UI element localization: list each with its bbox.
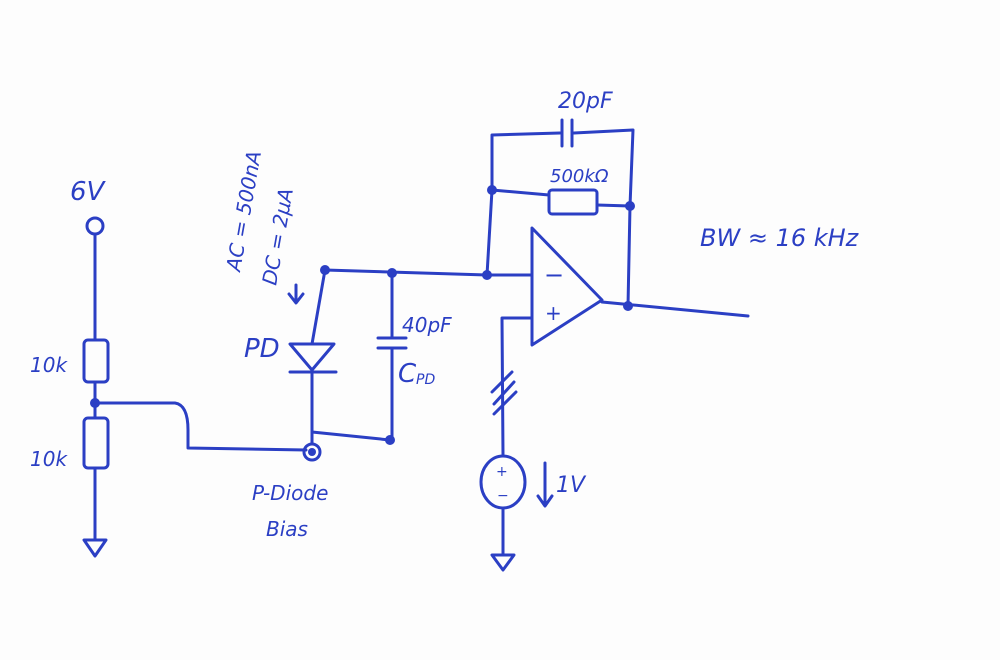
cpd-name-label: C	[398, 359, 417, 389]
wire-feedback-left	[485, 131, 562, 277]
cpd-value-label: 40pF	[402, 313, 452, 337]
source-minus-sign: −	[497, 488, 509, 504]
wire-feedback-to-output	[626, 204, 632, 308]
feedback-cap-label: 20pF	[558, 89, 613, 114]
opamp-inverting-sign: −	[544, 261, 564, 289]
reference-voltage-label: 1V	[556, 473, 587, 498]
wire-feedback-res-left	[490, 188, 551, 197]
resistor-r2-label: 10k	[30, 447, 68, 471]
bias-label-line2: Bias	[266, 517, 308, 541]
ac-current-label: AC = 500nA	[221, 149, 266, 275]
supply-voltage-label: 6V	[70, 177, 107, 207]
feedback-resistor-label: 500kΩ	[550, 166, 609, 187]
resistor-r1	[82, 338, 110, 384]
feedback-capacitor	[560, 118, 574, 148]
resistor-r2	[82, 416, 110, 470]
resistor-r1-label: 10k	[30, 353, 68, 377]
bias-node-dot	[308, 448, 316, 456]
wire-divider-to-bias	[93, 401, 308, 452]
supply-terminal	[85, 216, 105, 236]
opamp-triangle	[530, 226, 604, 347]
wire-output	[600, 300, 750, 318]
feedback-resistor	[547, 188, 599, 216]
wire-top-node	[323, 268, 489, 277]
photodiode-label: PD	[244, 334, 280, 364]
bandwidth-label: BW ≈ 16 kHz	[700, 224, 860, 252]
source-plus-sign: +	[496, 464, 508, 480]
cpd-name-subscript: PD	[416, 372, 435, 388]
light-arrow-icon	[287, 283, 305, 305]
wire-feedback-res-right	[595, 203, 632, 208]
bias-label-line1: P-Diode	[252, 481, 328, 505]
photodiode-symbol	[288, 342, 338, 374]
wire-cpd-to-bias	[310, 430, 392, 442]
ground-symbol-left	[82, 538, 108, 558]
reference-arrow-icon	[536, 461, 554, 508]
dc-current-label: DC = 2μA	[257, 186, 298, 287]
wire-noninverting-input	[500, 316, 534, 457]
node-pd-top	[320, 265, 330, 275]
ground-symbol-right	[490, 553, 516, 572]
wire-feedback-cap-right	[572, 128, 635, 208]
scribble-mark	[490, 370, 518, 416]
wire-diode-to-top	[310, 268, 327, 346]
opamp-noninverting-sign: +	[545, 301, 562, 325]
